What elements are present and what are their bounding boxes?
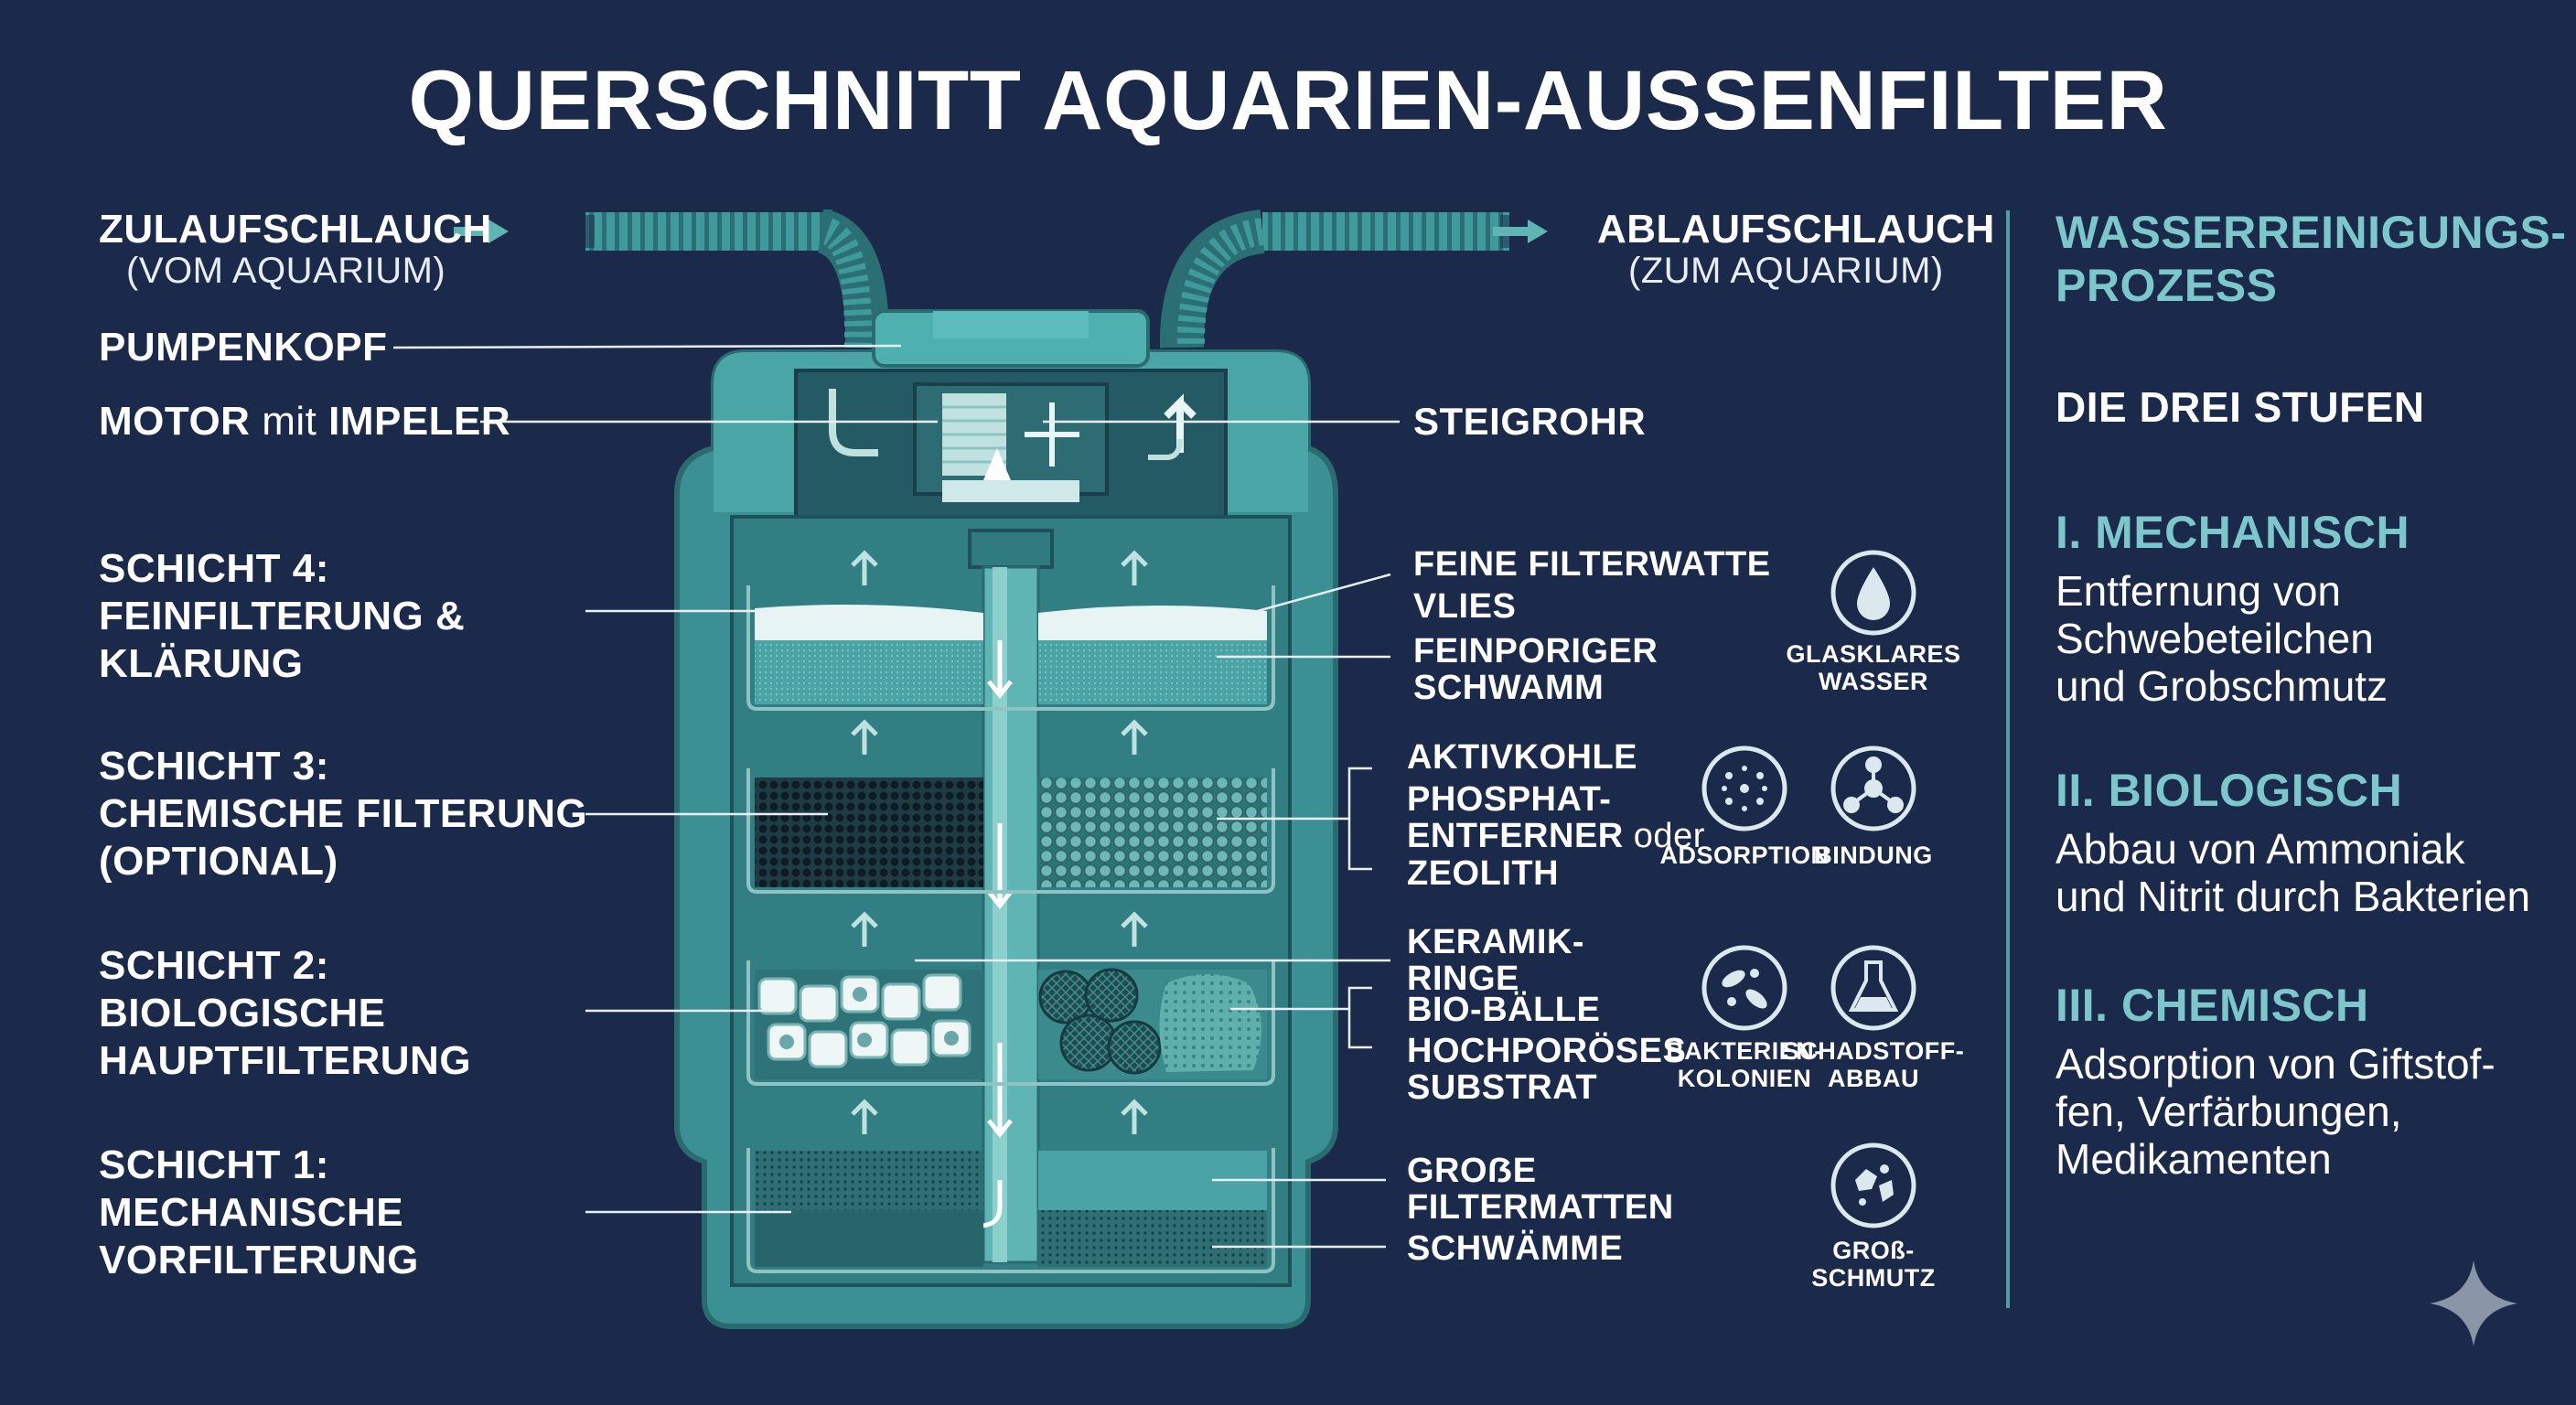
sparkle-icon — [2430, 1260, 2517, 1346]
layer4-detail-2: VLIES — [1413, 587, 1517, 626]
page-title: QUERSCHNITT AQUARIEN-AUSSENFILTER — [408, 54, 2168, 147]
layer2-detail-line: KERAMIK- — [1407, 923, 1584, 961]
stage-1-title: I. MECHANISCH — [2055, 507, 2410, 558]
stage-1-text: Entfernung von Schwebeteilchen und Grobs… — [2055, 567, 2388, 710]
layer4-label-line: KLÄRUNG — [99, 641, 304, 686]
layer3-label-line: (OPTIONAL) — [99, 839, 338, 884]
motor-label-b: IMPELER — [328, 399, 511, 444]
layer1-label: SCHICHT 1: MECHANISCHE VORFILTERUNG — [99, 1142, 419, 1284]
stage-text-line: Schwebeteilchen — [2055, 615, 2374, 662]
process-subheading: DIE DREI STUFEN — [2055, 383, 2425, 431]
binding-icon-label: BINDUNG — [1782, 842, 1965, 869]
layer2-detail-2: BIO-BÄLLE — [1407, 991, 1601, 1029]
motor-label: MOTOR mit IMPELER — [99, 398, 510, 445]
stage-text-line: Adsorption von Giftstof- — [2055, 1040, 2496, 1088]
adsorption-icon — [1701, 745, 1787, 831]
layer2-detail-1: KERAMIK- RINGE — [1407, 924, 1584, 997]
layer4-detail-line: SCHWAMM — [1413, 669, 1605, 707]
stage-2-text: Abbau von Ammoniak und Nitrit durch Bakt… — [2055, 825, 2530, 920]
layer1-detail-1: GROẞE FILTERMATTEN — [1407, 1153, 1674, 1226]
debris-icon-label: GROß- SCHMUTZ — [1782, 1237, 1965, 1292]
bacteria-icon — [1701, 945, 1787, 1031]
motor-label-mid: mit — [262, 399, 317, 444]
icon-label-line: ABBAU — [1828, 1065, 1919, 1092]
layer2-label-line: SCHICHT 2: — [99, 943, 329, 988]
layer2-label: SCHICHT 2: BIOLOGISCHE HAUPTFILTERUNG — [99, 942, 471, 1085]
layer2-detail-line: RINGE — [1407, 960, 1519, 998]
icon-label-line: GROß- — [1832, 1237, 1915, 1264]
process-heading-line: PROZESS — [2055, 260, 2278, 311]
layer1-label-line: MECHANISCHE — [99, 1190, 404, 1235]
layer4-detail-line: FEINPORIGER — [1413, 632, 1658, 670]
riser-label: STEIGROHR — [1413, 400, 1647, 443]
icon-label-line: BAKTERIEN- — [1666, 1037, 1823, 1065]
layer4-label-line: SCHICHT 4: — [99, 546, 329, 591]
layer2-detail-3: HOCHPORÖSES SUBSTRAT — [1407, 1033, 1686, 1106]
bio-balls — [1038, 968, 1162, 1075]
icon-label-line: BINDUNG — [1814, 842, 1933, 869]
layer3-detail-1: AKTIVKOHLE — [1407, 738, 1637, 777]
droplet-icon-label: GLASKLARES WASSER — [1782, 640, 1965, 695]
layer3-detail-line: PHOSPHAT- — [1407, 780, 1612, 819]
icon-label-line: SCHMUTZ — [1811, 1264, 1936, 1292]
layer3-detail-2: PHOSPHAT- ENTFERNER oder — [1407, 781, 1705, 854]
adsorption-icon-label: ADSORPTION — [1653, 842, 1836, 869]
flask-icon-label: SCHADSTOFF- ABBAU — [1782, 1037, 1965, 1092]
stage-3-title: III. CHEMISCH — [2055, 980, 2369, 1031]
layer2-detail-line: SUBSTRAT — [1407, 1068, 1598, 1107]
layer1-detail-line: FILTERMATTEN — [1407, 1188, 1674, 1227]
layer3-label-line: SCHICHT 3: — [99, 744, 329, 788]
bacteria-icon-label: BAKTERIEN- KOLONIEN — [1653, 1037, 1836, 1092]
icon-label-line: KOLONIEN — [1677, 1065, 1812, 1092]
inlet-hose — [585, 209, 890, 349]
stage-text-line: und Grobschmutz — [2055, 662, 2388, 710]
layer3-label: SCHICHT 3: CHEMISCHE FILTERUNG (OPTIONAL… — [99, 743, 587, 885]
inlet-sub: (VOM AQUARIUM) — [126, 251, 446, 291]
debris-icon — [1830, 1142, 1916, 1228]
layer1-detail-line: GROẞE — [1407, 1152, 1537, 1190]
icon-label-line: ADSORPTION — [1659, 842, 1830, 869]
inlet-label: ZULAUFSCHLAUCH — [99, 207, 492, 252]
stage-3-text: Adsorption von Giftstof- fen, Verfärbung… — [2055, 1040, 2496, 1183]
layer1-label-line: SCHICHT 1: — [99, 1142, 329, 1187]
stage-text-line: Abbau von Ammoniak — [2055, 825, 2465, 873]
ceramic-rings — [757, 973, 971, 1068]
layer2-label-line: BIOLOGISCHE — [99, 991, 386, 1035]
layer3-detail-3: ZEOLITH — [1407, 854, 1560, 893]
outlet-label: ABLAUFSCHLAUCH — [1597, 207, 1995, 252]
outlet-hose — [1159, 209, 1509, 349]
process-heading-line: WASSERREINIGUNGS- — [2055, 207, 2567, 258]
flask-icon — [1830, 945, 1916, 1031]
layer2-label-line: HAUPTFILTERUNG — [99, 1038, 472, 1083]
layer3-detail-or: oder — [1633, 817, 1705, 855]
layer4-detail-1: FEINE FILTERWATTE — [1413, 545, 1771, 584]
stage-2-title: II. BIOLOGISCH — [2055, 765, 2403, 816]
layer2-detail-line: HOCHPORÖSES — [1407, 1032, 1687, 1070]
motor-label-a: MOTOR — [99, 399, 251, 444]
layer1-detail-2: SCHWÄMME — [1407, 1229, 1624, 1268]
layer3-label-line: CHEMISCHE FILTERUNG — [99, 791, 588, 836]
outlet-sub: (ZUM AQUARIUM) — [1628, 251, 1944, 291]
stage-text-line: und Nitrit durch Bakterien — [2055, 873, 2531, 920]
pump-head-label: PUMPENKOPF — [99, 325, 388, 370]
icon-label-line: GLASKLARES — [1786, 640, 1961, 668]
droplet-icon — [1830, 550, 1916, 636]
layer4-label: SCHICHT 4: FEINFILTERUNG & KLÄRUNG — [99, 545, 465, 688]
stage-text-line: Entfernung von — [2055, 567, 2342, 615]
binding-icon — [1830, 745, 1916, 831]
layer4-detail-3: FEINPORIGER SCHWAMM — [1413, 633, 1658, 706]
layer3-detail-line: ENTFERNER — [1407, 817, 1624, 855]
icon-label-line: SCHADSTOFF- — [1782, 1037, 1965, 1065]
stage-text-line: fen, Verfärbungen, — [2055, 1088, 2402, 1135]
process-heading: WASSERREINIGUNGS- PROZESS — [2055, 206, 2567, 312]
icon-label-line: WASSER — [1818, 668, 1929, 695]
layer1-label-line: VORFILTERUNG — [99, 1238, 419, 1282]
stage-text-line: Medikamenten — [2055, 1135, 2332, 1183]
layer4-label-line: FEINFILTERUNG & — [99, 594, 466, 638]
